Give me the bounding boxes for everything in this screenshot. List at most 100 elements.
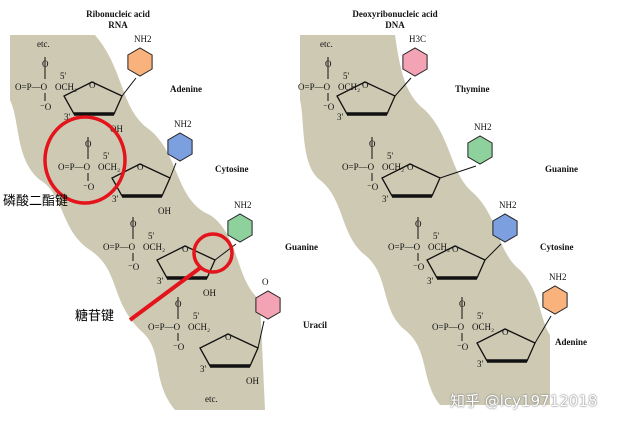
rna-och2-label: OCH₂ xyxy=(98,162,120,172)
dna-base-group-label: NH2 xyxy=(474,122,492,132)
rna-glycosidic-bond xyxy=(257,320,265,349)
rna-oh-label: OH xyxy=(246,376,259,386)
rna-glycosidic-bond xyxy=(169,162,177,179)
dna-base-label-cytosine: Cytosine xyxy=(540,242,574,252)
rna-ring-o-label: O xyxy=(89,80,96,90)
dna-five-prime-label: 5' xyxy=(387,151,394,161)
rna-o-minus-label: ⁻O xyxy=(128,262,140,272)
rna-base-label-uracil: Uracil xyxy=(303,320,327,330)
dna-ring-o-label: O xyxy=(452,244,459,254)
dna-base-group-label: NH2 xyxy=(499,200,517,210)
glycosidic-bond-label: 糖苷键 xyxy=(75,309,115,324)
dna-phosphate-label: O=P—O xyxy=(298,82,331,92)
dna-five-prime-label: 5' xyxy=(433,231,440,241)
rna-base-ring-uracil xyxy=(255,290,281,320)
rna-base-group-label: NH2 xyxy=(174,119,192,129)
dna-ring-o-label: O xyxy=(502,327,509,337)
rna-o-label: O xyxy=(130,219,137,229)
dna-five-prime-label: 5' xyxy=(477,311,484,321)
rna-och2-label: OCH₂ xyxy=(188,322,210,332)
watermark: 知乎 @lcy19712018 xyxy=(450,392,598,410)
rna-o-minus-label: ⁻O xyxy=(40,102,52,112)
rna-backbone-band xyxy=(10,35,265,410)
rna-base-group-label: O xyxy=(262,277,269,287)
dna-base-label-adenine: Adenine xyxy=(555,337,587,347)
rna-title: Ribonucleic acid xyxy=(86,9,150,19)
rna-base-ring-adenine xyxy=(127,47,153,77)
rna-o-minus-label: ⁻O xyxy=(173,342,185,352)
rna-five-prime-label: 5' xyxy=(148,231,155,241)
dna-och2-label: OCH₂ xyxy=(428,242,450,252)
rna-och2-label: OCH₂ xyxy=(143,242,165,252)
dna-base-ring-guanine xyxy=(467,135,493,165)
rna-subtitle: RNA xyxy=(108,20,128,30)
dna-glycosidic-bond xyxy=(394,77,412,97)
dna-three-prime-label: 3' xyxy=(382,194,389,204)
rna-etc-label: etc. xyxy=(37,39,50,49)
dna-backbone-band xyxy=(300,35,550,405)
dna-base-ring-adenine xyxy=(542,285,568,315)
dna-phosphate-label: O=P—O xyxy=(342,162,375,172)
dna-etc-label: etc. xyxy=(320,39,333,49)
rna-ring-o-label: O xyxy=(225,332,232,342)
dna-subtitle: DNA xyxy=(385,20,405,30)
rna-three-prime-label: 3' xyxy=(157,276,164,286)
rna-base-ring-cytosine xyxy=(167,132,193,162)
rna-phosphate-label: O=P—O xyxy=(15,82,48,92)
rna-base-ring-guanine xyxy=(227,213,253,243)
rna-o-label: O xyxy=(42,59,49,69)
rna-base-label-cytosine: Cytosine xyxy=(215,164,249,174)
dna-three-prime-label: 3' xyxy=(477,359,484,369)
dna-och2-label: OCH₂ xyxy=(382,162,404,172)
dna-title: Deoxyribonucleic acid xyxy=(352,9,437,19)
dna-o-minus-label: ⁻O xyxy=(323,102,335,112)
rna-ring-o-label: O xyxy=(137,162,144,172)
rna-phosphate-label: O=P—O xyxy=(58,162,91,172)
rna-oh-label: OH xyxy=(110,124,123,134)
rna-glycosidic-bond xyxy=(121,77,137,97)
dna-three-prime-label: 3' xyxy=(337,112,344,122)
dna-ring-o-label: O xyxy=(407,162,414,172)
rna-three-prime-label: 3' xyxy=(200,364,207,374)
rna-oh-label: OH xyxy=(158,206,171,216)
dna-phosphate-label: O=P—O xyxy=(432,322,465,332)
dna-och2-label: OCH₂ xyxy=(338,82,360,92)
dna-o-minus-label: ⁻O xyxy=(367,182,379,192)
glycosidic-arrow xyxy=(128,266,202,322)
rna-ring-o-label: O xyxy=(182,244,189,254)
rna-phosphate-label: O=P—O xyxy=(103,242,136,252)
dna-o-minus-label: ⁻O xyxy=(413,262,425,272)
rna-phosphate-label: O=P—O xyxy=(148,322,181,332)
dna-five-prime-label: 5' xyxy=(343,71,350,81)
dna-base-group-label: H3C xyxy=(409,34,426,44)
phosphodiester-bond-label: 磷酸二酯键 xyxy=(3,194,69,209)
rna-o-minus-label: ⁻O xyxy=(83,182,95,192)
dna-three-prime-label: 3' xyxy=(427,276,434,286)
dna-base-ring-cytosine xyxy=(492,213,518,243)
rna-three-prime-label: 3' xyxy=(112,194,119,204)
dna-base-label-guanine: Guanine xyxy=(545,164,578,174)
dna-glycosidic-bond xyxy=(439,165,477,179)
rna-base-group-label: NH2 xyxy=(134,34,152,44)
dna-o-label: O xyxy=(415,219,422,229)
rna-o-label: O xyxy=(175,299,182,309)
dna-glycosidic-bond xyxy=(534,315,552,344)
rna-base-label-guanine: Guanine xyxy=(285,242,318,252)
rna-och2-label: OCH₂ xyxy=(55,82,77,92)
dna-o-label: O xyxy=(369,139,376,149)
dna-ring-o-label: O xyxy=(362,80,369,90)
dna-phosphate-label: O=P—O xyxy=(388,242,421,252)
rna-etc-bottom-label: etc. xyxy=(205,394,218,404)
dna-o-label: O xyxy=(325,59,332,69)
rna-five-prime-label: 5' xyxy=(60,71,67,81)
dna-och2-label: OCH₂ xyxy=(472,322,494,332)
rna-base-label-adenine: Adenine xyxy=(170,84,202,94)
dna-base-label-thymine: Thymine xyxy=(455,84,490,94)
rna-base-group-label: NH2 xyxy=(234,200,252,210)
dna-o-label: O xyxy=(459,299,466,309)
rna-five-prime-label: 5' xyxy=(193,311,200,321)
dna-base-ring-thymine xyxy=(402,47,428,77)
rna-five-prime-label: 5' xyxy=(103,151,110,161)
